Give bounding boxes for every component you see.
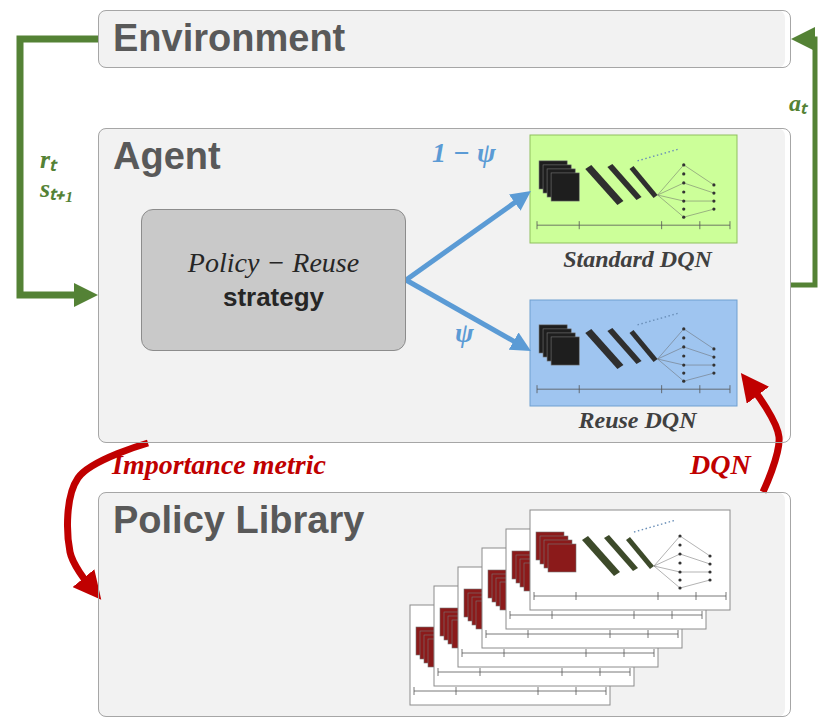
- node-text: Reuse DQN: [531, 407, 744, 435]
- connector-arrow: [20, 39, 98, 295]
- node-text: Environment: [113, 15, 776, 63]
- library-box: Policy Library: [98, 492, 791, 717]
- standard-dqn-panel: [530, 135, 737, 243]
- edge-label: DQN: [690, 450, 751, 481]
- node-text: strategy: [223, 281, 324, 315]
- strategy-box: Policy − Reusestrategy: [141, 209, 406, 351]
- edge-label: ψ: [455, 318, 474, 349]
- connector-arrow: [791, 39, 815, 285]
- node-text: Policy − Reuse: [188, 245, 359, 281]
- connector-arrow: [754, 391, 779, 492]
- edge-label: rₜ sₜ₊₁: [40, 146, 74, 203]
- node-text: Standard DQN: [531, 246, 744, 274]
- edge-label: Importance metric: [112, 450, 326, 481]
- library-stack: [410, 510, 730, 705]
- edge-label: aₜ: [789, 90, 807, 116]
- box-ground: [98, 10, 785, 68]
- box-ground: [98, 128, 785, 443]
- network-node: Standard DQN: [531, 136, 744, 274]
- agent-box: AgentPolicy − ReusestrategyStandard DQNR…: [98, 128, 791, 443]
- node-text: Policy Library: [113, 497, 776, 545]
- network-node: Reuse DQN: [531, 301, 744, 435]
- connector-arrow: [406, 200, 518, 280]
- environment-box: Environment: [98, 10, 791, 68]
- reuse-dqn-panel: [530, 300, 737, 406]
- edge-label: 1 − ψ: [432, 138, 496, 169]
- box-ground: [98, 492, 785, 717]
